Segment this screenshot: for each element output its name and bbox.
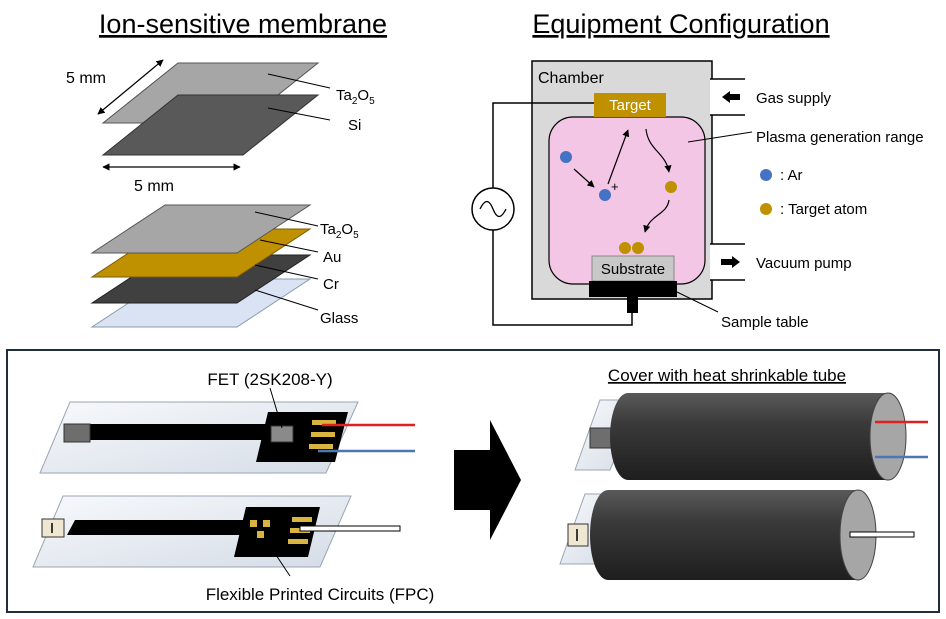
contact-pad (292, 517, 312, 522)
dimension-arrow-top (97, 59, 164, 115)
contact-pad (309, 444, 333, 449)
leader-ta2o5-bottom (254, 211, 319, 227)
leader-sample-table (676, 291, 719, 313)
heat-shrink-tube-1 (610, 393, 888, 480)
dimension-label-top: 5 mm (66, 70, 106, 87)
deposit-path-arrow (643, 199, 670, 233)
membrane-title: Ion-sensitive membrane (99, 9, 387, 39)
cover-label: Cover with heat shrinkable tube (608, 366, 846, 385)
equipment-panel: Equipment Configuration Chamber Gas supp… (471, 9, 924, 331)
tube-end-1 (869, 392, 907, 481)
dimension-label-bottom: 5 mm (134, 178, 174, 195)
leader-ta2o5-top (267, 73, 331, 89)
chamber-label: Chamber (538, 70, 604, 87)
covered-membrane-2 (567, 523, 589, 547)
contact-pad (288, 539, 308, 544)
fet-label: FET (2SK208-Y) (207, 370, 332, 389)
gas-supply-label: Gas supply (756, 90, 832, 107)
ar-particle (560, 151, 572, 163)
sample-table (589, 281, 677, 297)
leader-cr (254, 264, 319, 280)
fpc-label: Flexible Printed Circuits (FPC) (206, 585, 435, 604)
legend-ar-dot (760, 169, 772, 181)
process-arrow-icon (454, 420, 521, 540)
fpc-strip-1 (77, 424, 270, 440)
legend-ar-label: : Ar (780, 167, 803, 184)
legend-atom-dot (760, 203, 772, 215)
sensor-membrane-1 (63, 423, 91, 443)
sensor-panel: FET (2SK208-Y) Flexible Printed Circuits… (6, 349, 940, 613)
label-ta2o5-bottom: Ta2O5 (320, 221, 359, 241)
gas-supply-arrow-icon (722, 91, 740, 103)
ar-ion-particle (599, 189, 611, 201)
label-si: Si (348, 117, 361, 134)
target-atom-particle (665, 181, 677, 193)
ta2o5-layer-bottom (90, 204, 312, 254)
heat-shrink-tube-2 (590, 490, 858, 580)
leader-plasma (687, 131, 753, 143)
ar-path-arrow (573, 168, 595, 188)
leader-fpc (265, 539, 291, 577)
sputter-path-arrow (645, 128, 672, 173)
target-label: Target (609, 97, 652, 114)
sine-wave-icon (479, 200, 507, 218)
label-cr: Cr (323, 276, 339, 293)
leader-au (259, 239, 319, 253)
circuit-wire (492, 230, 633, 326)
substrate-label: Substrate (601, 261, 665, 278)
fet-chip (270, 425, 294, 443)
contact-pad (250, 520, 257, 527)
legend-atom-label: : Target atom (780, 201, 867, 218)
circuit-wire (492, 102, 594, 188)
plasma-label: Plasma generation range (756, 129, 924, 146)
deposited-atom (619, 242, 631, 254)
fpc-strip-2 (67, 520, 248, 535)
target-block (594, 93, 666, 117)
ion-to-target-arrow (607, 129, 630, 185)
vacuum-pump-label: Vacuum pump (756, 255, 852, 272)
vacuum-pump-arrow-icon (721, 256, 740, 268)
contact-pad (257, 531, 264, 538)
contact-pad (263, 520, 270, 527)
sample-table-label: Sample table (721, 314, 809, 331)
white-wire-2 (299, 525, 401, 532)
sample-table-stem (627, 297, 638, 313)
contact-pad (312, 420, 336, 425)
ion-charge-label: + (611, 179, 619, 194)
label-glass: Glass (320, 310, 358, 327)
membrane-panel: Ion-sensitive membrane 5 mm 5 mm Ta2O5 S… (66, 9, 387, 328)
leader-si (267, 107, 331, 121)
white-wire-covered (849, 531, 915, 538)
label-ta2o5-top: Ta2O5 (336, 87, 375, 107)
sensor-membrane-2 (41, 518, 65, 538)
contact-pad (311, 432, 335, 437)
leader-fet (269, 387, 283, 429)
substrate-block (591, 255, 675, 282)
label-au: Au (323, 249, 341, 266)
leader-glass (254, 289, 319, 311)
si-layer (101, 94, 320, 156)
deposited-atom (632, 242, 644, 254)
equipment-title: Equipment Configuration (532, 9, 829, 39)
